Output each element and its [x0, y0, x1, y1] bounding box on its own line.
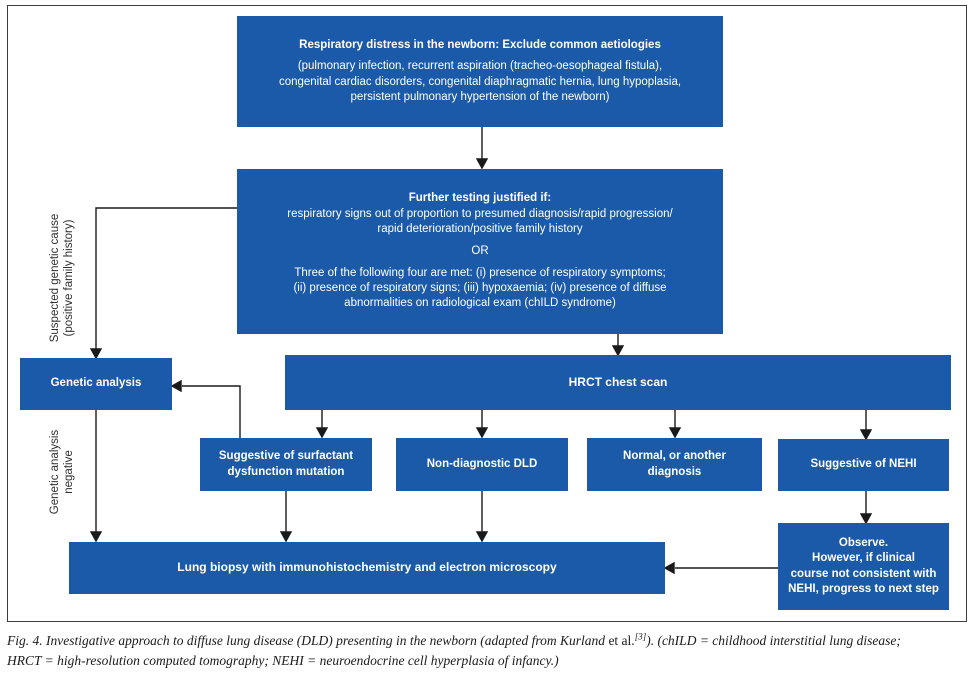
box-genetic-analysis: Genetic analysis — [20, 358, 172, 410]
caption-part-2: ). (chILD = childhood interstitial lung … — [646, 633, 901, 648]
box-normal-diagnosis: Normal, or another diagnosis — [587, 438, 762, 491]
box-respiratory-distress-title: Respiratory distress in the newborn: Exc… — [299, 39, 661, 52]
caption-reference-superscript: [3] — [634, 631, 647, 642]
figure-caption: Fig. 4. Investigative approach to diffus… — [7, 631, 970, 671]
caption-line-1: Fig. 4. Investigative approach to diffus… — [7, 631, 970, 651]
box-further-testing-criteria-a: respiratory signs out of proportion to p… — [287, 207, 673, 235]
box-non-diagnostic-dld-label: Non-diagnostic DLD — [426, 457, 538, 470]
box-further-testing-or: OR — [471, 244, 489, 257]
box-further-testing-title: Further testing justified if: — [408, 192, 552, 205]
box-lung-biopsy-label: Lung biopsy with immunohistochemistry an… — [177, 560, 557, 575]
box-observe-label: Observe. However, if clinical course not… — [788, 537, 939, 595]
box-observe: Observe. However, if clinical course not… — [778, 523, 949, 610]
box-respiratory-distress-body: (pulmonary infection, recurrent aspirati… — [278, 60, 682, 103]
box-lung-biopsy: Lung biopsy with immunohistochemistry an… — [69, 542, 665, 594]
caption-line-2: HRCT = high-resolution computed tomograp… — [7, 653, 559, 668]
box-hrct-chest-scan: HRCT chest scan — [285, 355, 951, 410]
label-suspected-genetic-cause: Suspected genetic cause (positive family… — [49, 213, 76, 343]
box-suggestive-nehi: Suggestive of NEHI — [778, 439, 949, 491]
box-normal-diagnosis-label: Normal, or another diagnosis — [623, 450, 726, 478]
box-respiratory-distress: Respiratory distress in the newborn: Exc… — [237, 16, 723, 127]
box-non-diagnostic-dld: Non-diagnostic DLD — [396, 438, 568, 491]
box-suggestive-nehi-label: Suggestive of NEHI — [810, 458, 917, 471]
box-further-testing-criteria-b: Three of the following four are met: (i)… — [293, 267, 667, 310]
box-surfactant-mutation-label: Suggestive of surfactant dysfunction mut… — [218, 450, 354, 478]
box-further-testing: Further testing justified if: respirator… — [237, 169, 723, 334]
box-genetic-analysis-label: Genetic analysis — [50, 377, 142, 390]
label-genetic-analysis-negative: Genetic analysis negative — [49, 429, 76, 515]
box-surfactant-mutation: Suggestive of surfactant dysfunction mut… — [200, 438, 372, 491]
box-hrct-chest-scan-label: HRCT chest scan — [568, 374, 668, 389]
caption-part-1: Fig. 4. Investigative approach to diffus… — [7, 633, 609, 648]
caption-et-al: et al. — [608, 633, 635, 648]
